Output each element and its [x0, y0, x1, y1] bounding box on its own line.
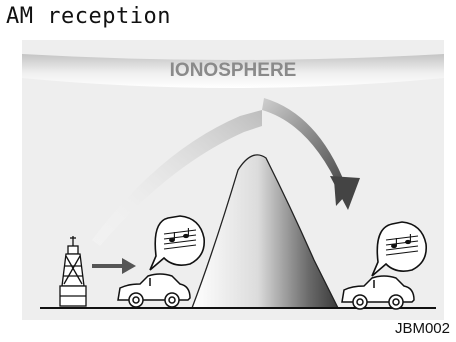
incident-wave: [92, 110, 262, 246]
mountain: [191, 154, 340, 309]
reflected-wave-arrow: [262, 98, 360, 210]
page-title: AM reception: [6, 4, 171, 29]
transmitter-tower-icon: [59, 236, 87, 307]
ionosphere-label: IONOSPHERE: [170, 60, 297, 81]
car-icon-right: [341, 275, 415, 310]
ionosphere-band: IONOSPHERE: [22, 54, 444, 88]
signal-arrow: [92, 258, 136, 274]
music-note-bubble-icon-right: [371, 221, 428, 277]
car-icon: [117, 273, 191, 308]
music-note-bubble-icon: [149, 215, 206, 271]
figure-code: JBM002: [394, 320, 450, 337]
